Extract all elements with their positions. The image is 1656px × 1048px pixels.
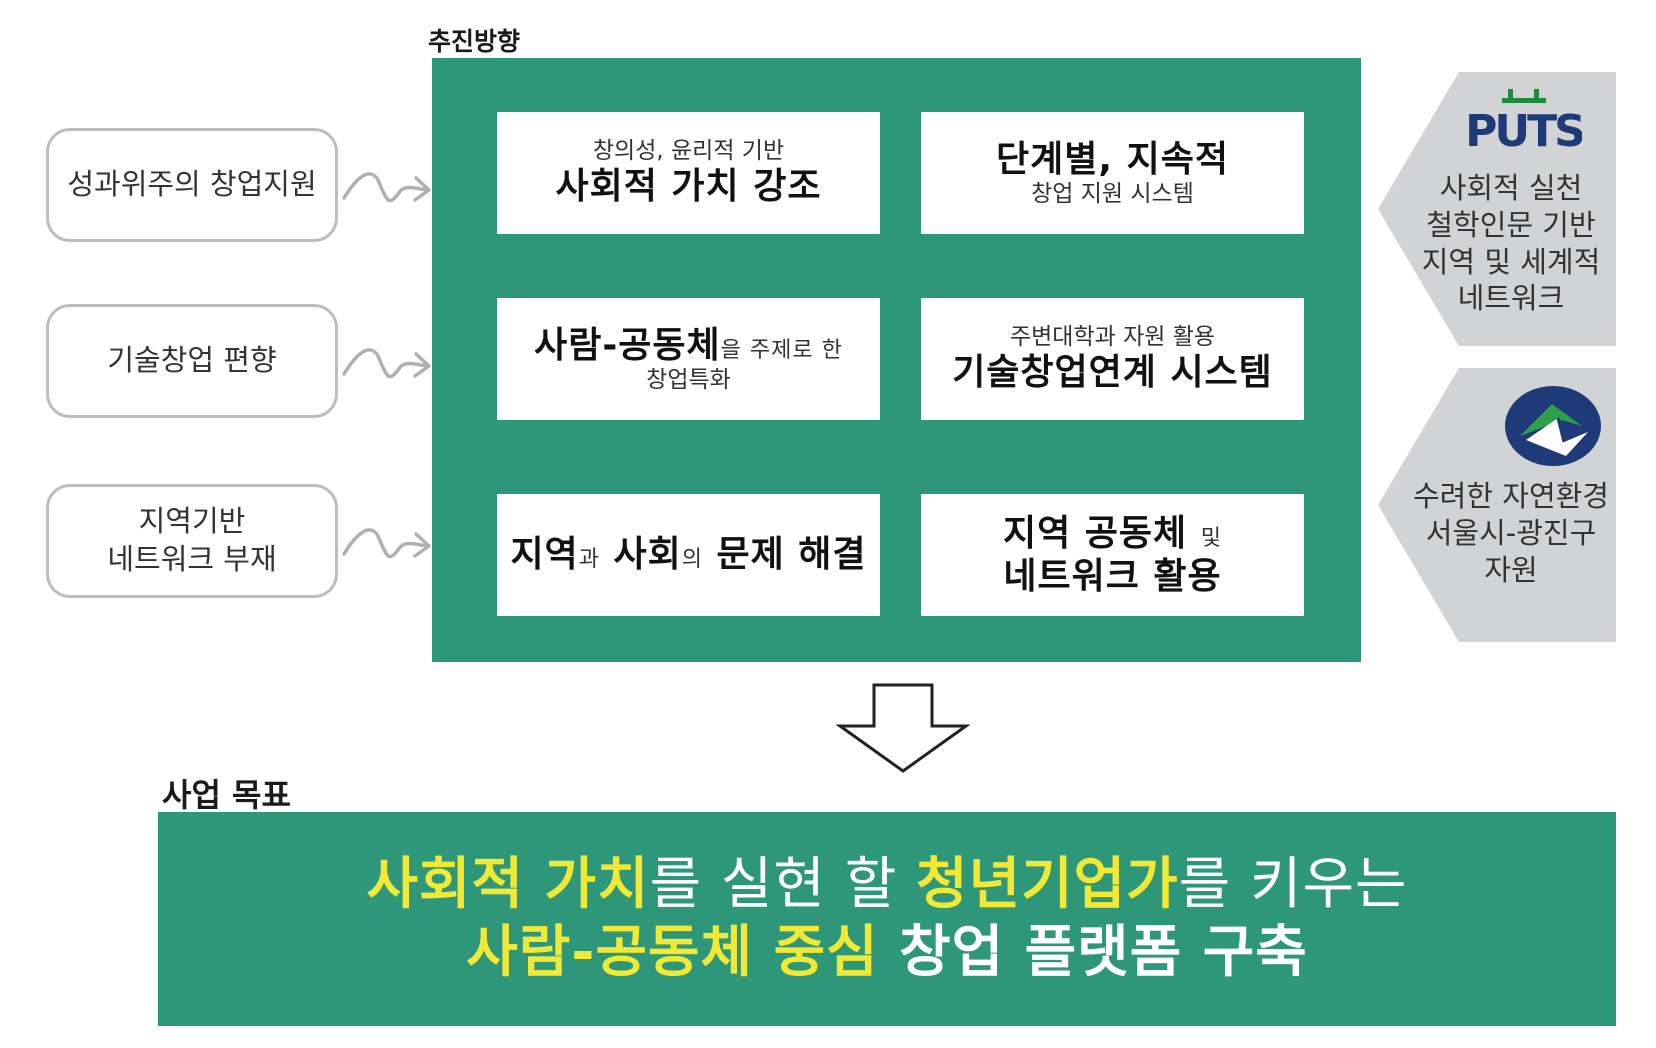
- card-network-use: 지역 공동체 및 네트워크 활용: [921, 494, 1304, 616]
- card-title-particle: 및: [1200, 525, 1222, 551]
- card-title-region: 지역: [510, 534, 579, 576]
- card-people-community: 사람-공동체을 주제로 한 창업특화: [497, 298, 880, 420]
- card-title-main: 사람-공동체: [534, 325, 721, 367]
- card-subtitle: 창업특화: [646, 367, 731, 394]
- card-title-particle: 의: [681, 547, 703, 573]
- goal-line-1: 사회적 가치를 실현 할 청년기업가를 키우는: [366, 851, 1407, 919]
- squiggle-arrow-icon: [342, 528, 431, 559]
- card-title: 사람-공동체을 주제로 한: [534, 324, 843, 367]
- goal-text: 창업 플랫폼 구축: [878, 920, 1308, 985]
- direction-block: 창의성, 윤리적 기반 사회적 가치 강조 단계별, 지속적 창업 지원 시스템…: [432, 58, 1361, 662]
- goal-line-2: 사람-공동체 중심 창업 플랫폼 구축: [466, 919, 1308, 987]
- gwangjin-emblem-icon: [1505, 386, 1601, 466]
- card-subtitle: 창의성, 윤리적 기반: [592, 138, 785, 165]
- goal-highlight: 사회적 가치: [366, 851, 650, 917]
- card-title-community: 지역 공동체: [1003, 512, 1188, 554]
- squiggle-arrow-icon: [342, 348, 431, 379]
- direction-label: 추진방향: [428, 27, 521, 56]
- goal-text: 를 키우는: [1178, 851, 1408, 917]
- card-title-problem: 문제 해결: [716, 534, 867, 576]
- goal-highlight: 청년기업가: [916, 851, 1179, 917]
- card-tech-linkage: 주변대학과 자원 활용 기술창업연계 시스템: [921, 298, 1304, 420]
- problem-box-tech-bias: 기술창업 편향: [46, 304, 338, 418]
- card-title-line1: 지역 공동체 및: [1003, 512, 1222, 555]
- card-subtitle: 창업 지원 시스템: [1031, 181, 1194, 208]
- card-title-suffix: 을 주제로 한: [720, 338, 843, 364]
- squiggle-arrow-icon: [342, 172, 431, 203]
- svg-text:PUTS: PUTS: [1466, 106, 1582, 156]
- card-problem-solving: 지역과 사회의 문제 해결: [497, 494, 880, 616]
- card-title: 지역과 사회의 문제 해결: [510, 533, 866, 576]
- goal-bar: 사회적 가치를 실현 할 청년기업가를 키우는 사람-공동체 중심 창업 플랫폼…: [158, 812, 1616, 1026]
- goal-label: 사업 목표: [162, 776, 291, 814]
- down-arrow-icon: [836, 683, 970, 773]
- puts-logo-icon: PUTS: [1466, 89, 1582, 156]
- goal-text: 를 실현 할: [649, 851, 917, 917]
- side-text-university: 사회적 실천 철학인문 기반 지역 및 세계적 네트워크: [1421, 171, 1601, 316]
- card-title: 사회적 가치 강조: [555, 165, 822, 207]
- card-social-value: 창의성, 윤리적 기반 사회적 가치 강조: [497, 112, 880, 234]
- goal-highlight: 사람-공동체 중심: [466, 920, 879, 985]
- card-title-line2: 네트워크 활용: [1003, 556, 1222, 597]
- problem-box-network: 지역기반 네트워크 부재: [46, 484, 338, 598]
- card-stepwise-support: 단계별, 지속적 창업 지원 시스템: [921, 112, 1304, 234]
- card-title: 기술창업연계 시스템: [952, 351, 1273, 393]
- card-title-society: 사회: [613, 534, 682, 576]
- card-subtitle: 주변대학과 자원 활용: [1009, 324, 1216, 351]
- side-text-environment: 수려한 자연환경 서울시-광진구 자원: [1413, 479, 1609, 587]
- card-title-particle: 과: [578, 547, 600, 573]
- card-title: 단계별, 지속적: [996, 139, 1229, 181]
- problem-box-performance: 성과위주의 창업지원: [46, 128, 338, 242]
